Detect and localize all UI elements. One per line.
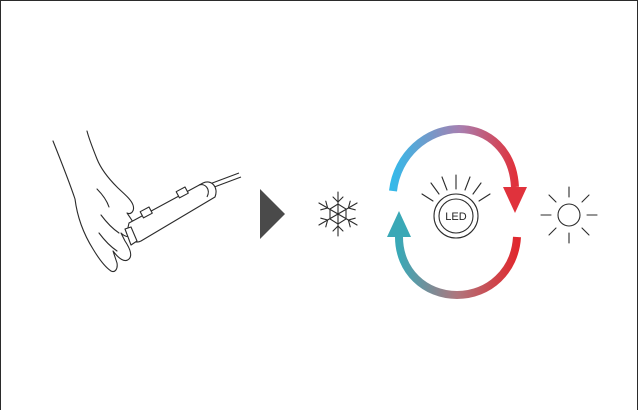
snowflake-cool-icon [318,191,358,237]
hand-icon [52,130,136,273]
play-arrow-icon [260,189,285,239]
led-label: LED [445,211,466,223]
sensor-switch-icon [124,172,242,246]
cycle-arrows-icon [387,124,527,300]
led-bulb-icon [421,174,491,239]
sun-warm-icon [540,186,598,244]
